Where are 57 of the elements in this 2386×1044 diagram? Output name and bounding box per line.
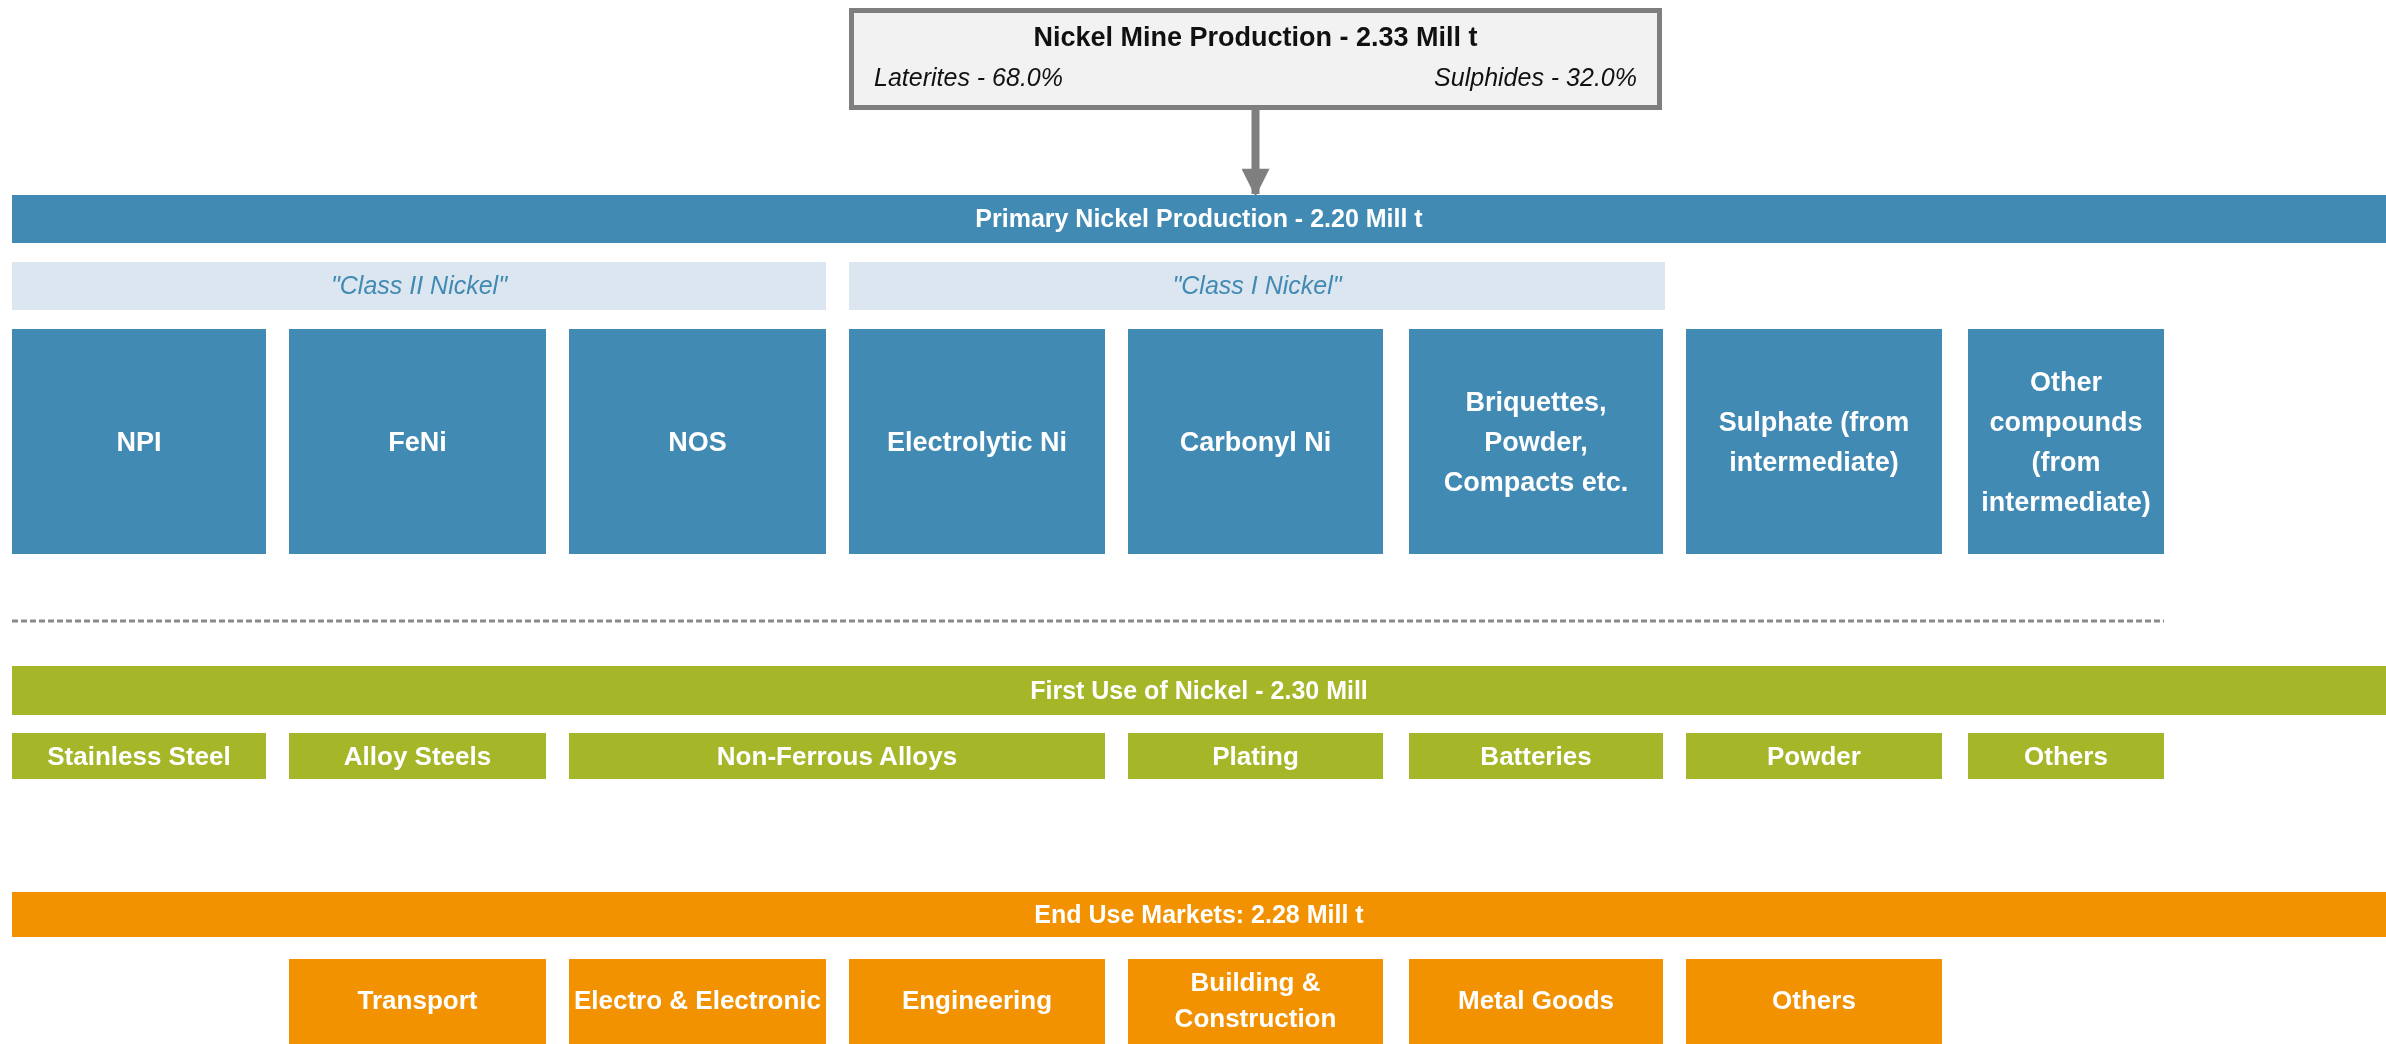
header-bar xyxy=(12,195,2386,243)
product-box xyxy=(1409,329,1663,554)
box-label: Sulphate (from intermediate) xyxy=(1717,405,1911,479)
box-label: Non-Ferrous Alloys xyxy=(716,739,958,773)
box-label: Stainless Steel xyxy=(47,739,231,773)
market-box xyxy=(289,959,546,1044)
box-label: Other compounds (from intermediate) xyxy=(1980,365,2152,519)
use-box xyxy=(12,733,266,779)
product-box xyxy=(849,329,1105,554)
market-box xyxy=(849,959,1105,1044)
bar-title: Primary Nickel Production - 2.20 Mill t xyxy=(975,203,1423,235)
share-label: Laterites - 68.0% xyxy=(874,62,1063,93)
use-box xyxy=(569,733,1105,779)
product-box xyxy=(1968,329,2164,554)
bar-title: End Use Markets: 2.28 Mill t xyxy=(1034,898,1364,930)
box-label: Others xyxy=(1772,983,1856,1017)
market-box xyxy=(1409,959,1663,1044)
box-label: Building & Construction xyxy=(1173,965,1338,1035)
share-label: Sulphides - 32.0% xyxy=(1434,62,1637,93)
box-label: NPI xyxy=(116,425,162,459)
box-label: Electrolytic Ni xyxy=(886,425,1068,459)
box-label: Plating xyxy=(1212,739,1299,773)
group-label: "Class I Nickel" xyxy=(1172,270,1342,302)
market-box xyxy=(569,959,826,1044)
box-title: Nickel Mine Production - 2.33 Mill t xyxy=(1032,21,1479,54)
product-box xyxy=(12,329,266,554)
bar-title: First Use of Nickel - 2.30 Mill xyxy=(1030,674,1368,706)
box-label: Engineering xyxy=(901,983,1053,1017)
product-box xyxy=(1128,329,1383,554)
box-label: Others xyxy=(2024,739,2108,773)
box-label: Batteries xyxy=(1480,739,1592,773)
group-band xyxy=(12,262,826,310)
product-box xyxy=(289,329,546,554)
use-box xyxy=(1968,733,2164,779)
source-box xyxy=(849,8,1662,110)
box-label: Briquettes, Powder, Compacts etc. xyxy=(1442,385,1630,499)
use-box xyxy=(1686,733,1942,779)
group-band xyxy=(849,262,1665,310)
box-label: FeNi xyxy=(388,425,447,459)
use-box xyxy=(1128,733,1383,779)
market-box xyxy=(1128,959,1383,1044)
group-label: "Class II Nickel" xyxy=(330,270,508,302)
market-box xyxy=(1686,959,1942,1044)
box-label: NOS xyxy=(668,425,727,459)
box-label: Powder xyxy=(1767,739,1861,773)
use-box xyxy=(289,733,546,779)
use-box xyxy=(1409,733,1663,779)
arrow xyxy=(1241,110,1270,197)
box-label: Transport xyxy=(357,983,478,1017)
box-label: Carbonyl Ni xyxy=(1179,425,1332,459)
product-box xyxy=(1686,329,1942,554)
box-label: Metal Goods xyxy=(1458,983,1614,1017)
header-bar xyxy=(12,892,2386,937)
header-bar xyxy=(12,666,2386,715)
product-box xyxy=(569,329,826,554)
box-label: Electro & Electronic xyxy=(573,983,822,1017)
box-label: Alloy Steels xyxy=(343,739,492,773)
